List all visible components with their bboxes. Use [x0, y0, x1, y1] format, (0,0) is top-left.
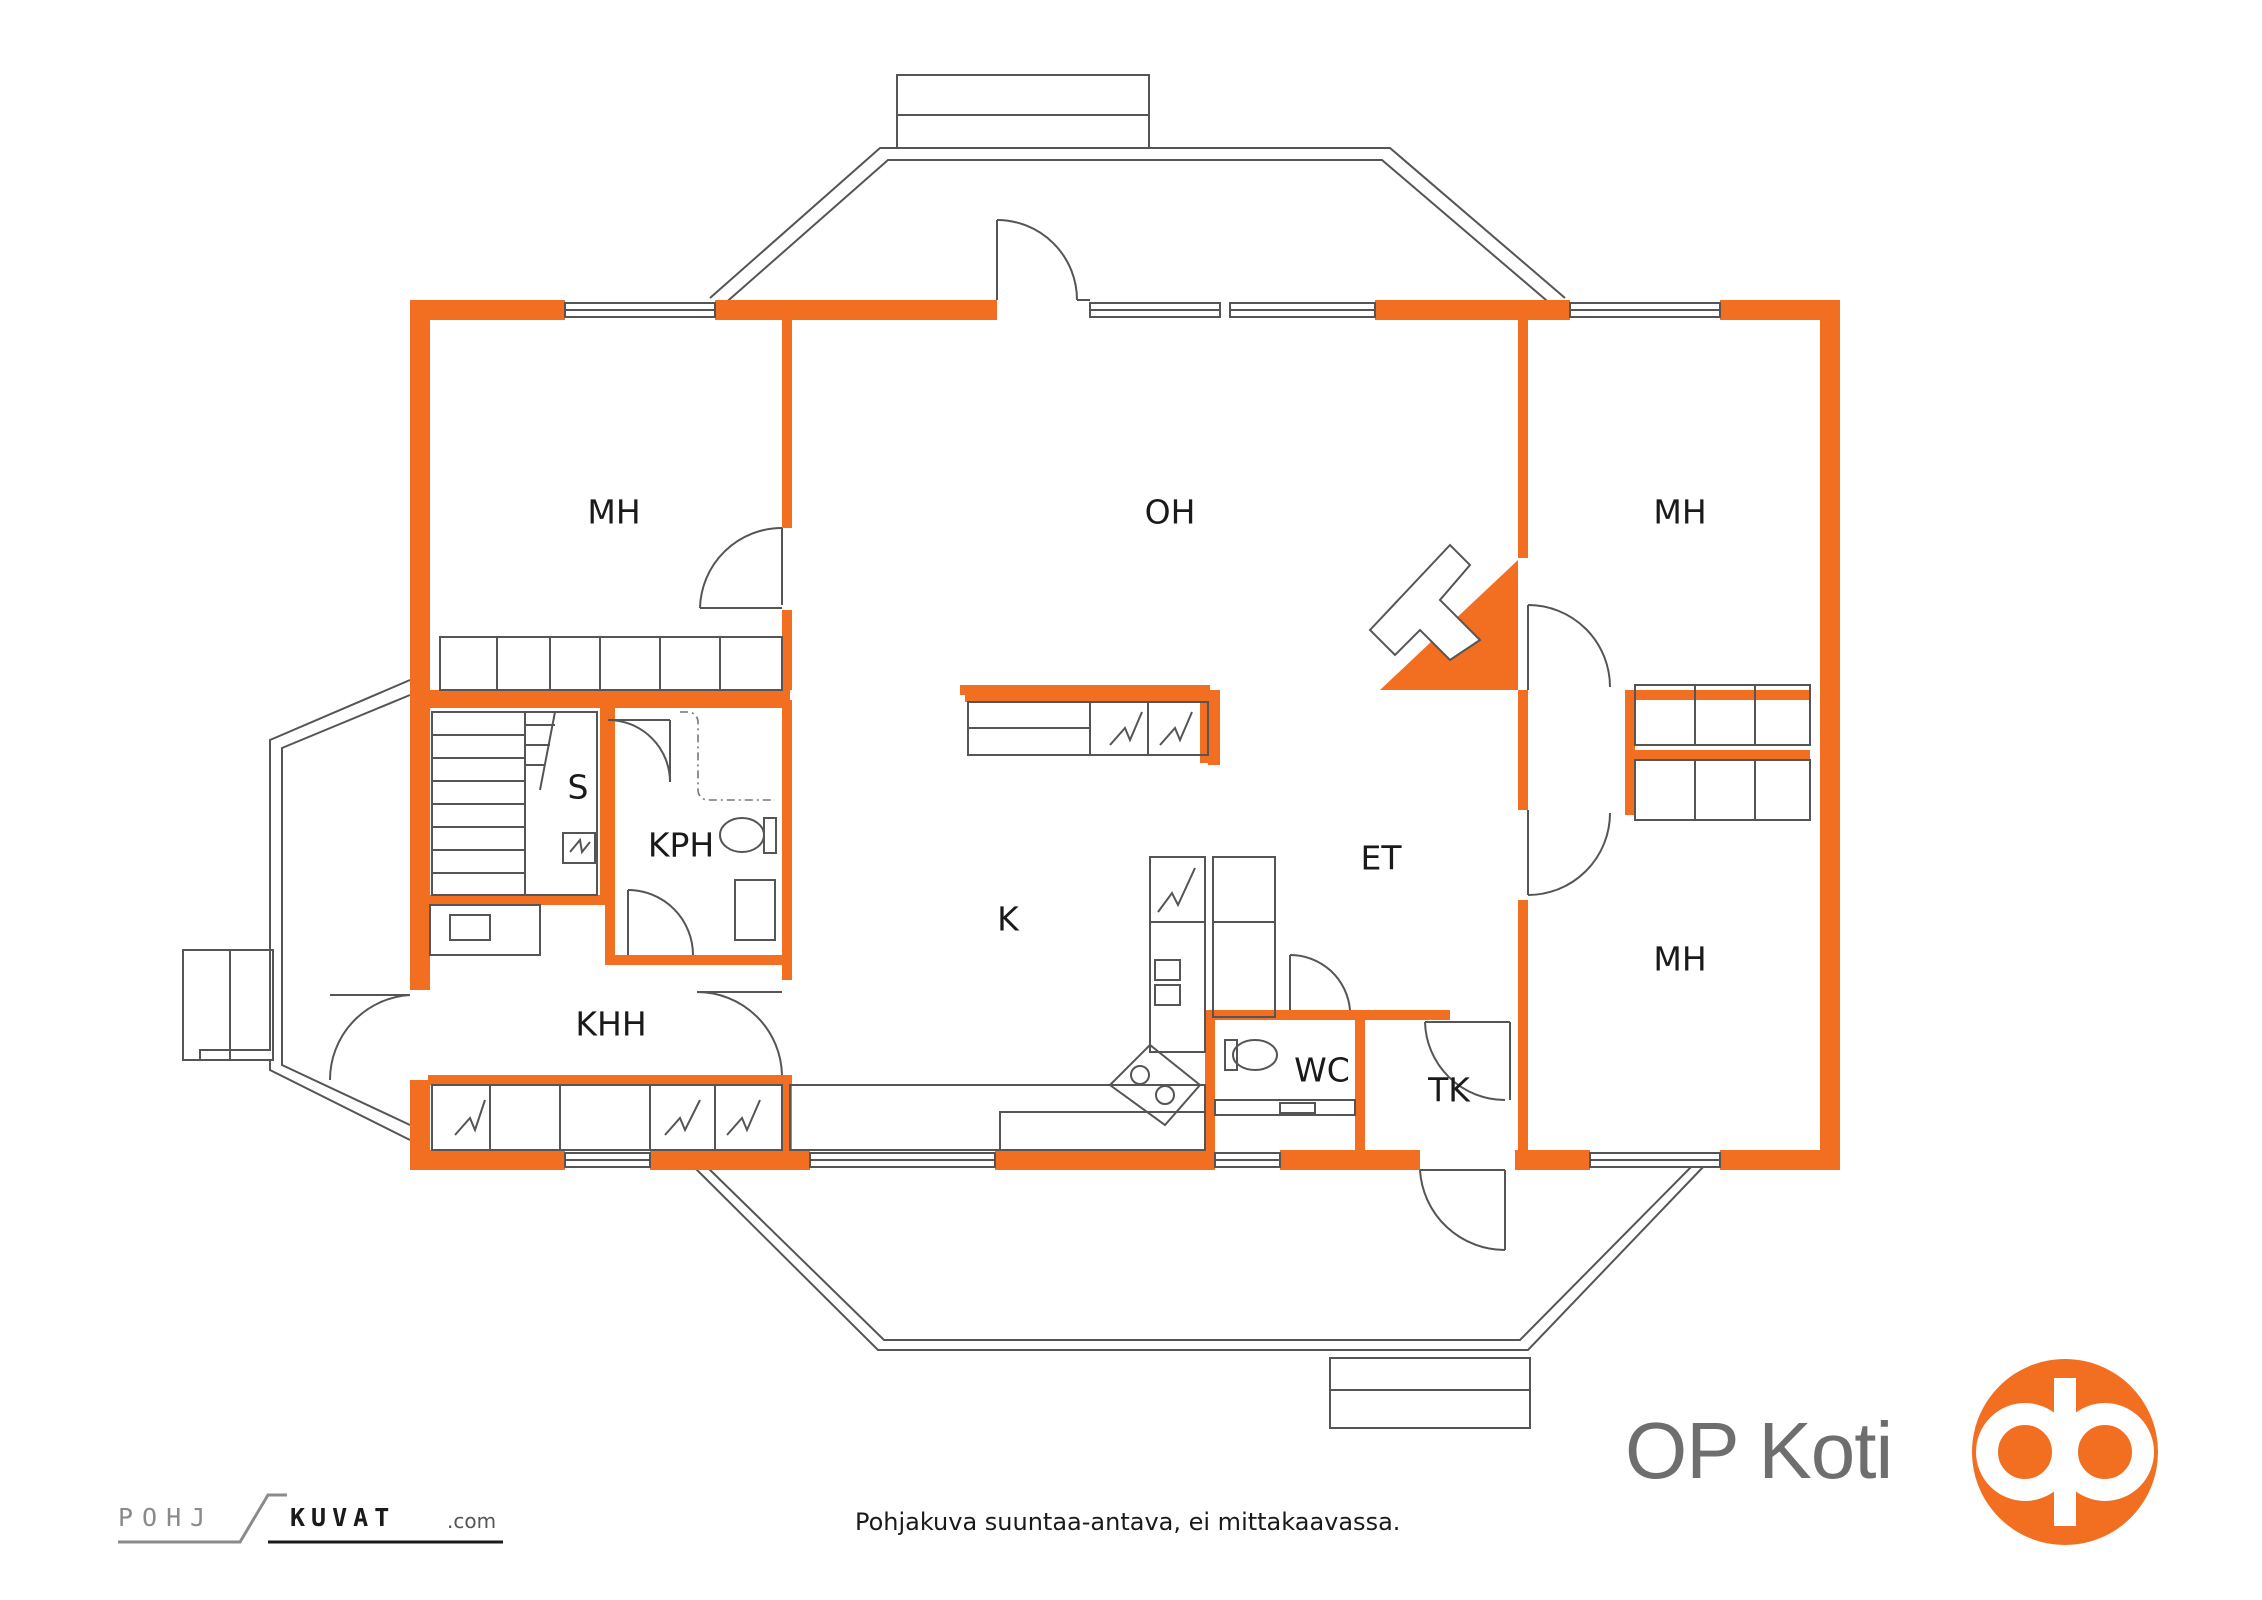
south-terrace: [691, 1164, 1706, 1429]
room-label-k: K: [997, 900, 1020, 939]
room-label-khh: KHH: [575, 1005, 646, 1044]
bathroom-fixtures: [429, 711, 1356, 1116]
fireplace: [1368, 543, 1518, 690]
room-label-mh-ne: MH: [1653, 493, 1706, 532]
room-label-mh-nw: MH: [587, 493, 640, 532]
doors: [328, 219, 1611, 1252]
kitchen-counters: [789, 856, 1276, 1151]
pohjakuvat-logo-decoration: [118, 1493, 503, 1544]
windows: [564, 302, 1721, 1168]
room-label-et: ET: [1360, 839, 1402, 878]
room-label-wc: WC: [1294, 1051, 1350, 1090]
kitchen-island: [965, 690, 1220, 765]
op-logo: [1972, 1359, 2158, 1545]
utility-counters: [431, 1084, 783, 1151]
pohjakuvat-logo-part1: POHJ: [118, 1503, 215, 1532]
wardrobes: [439, 636, 1811, 821]
stairs: [431, 711, 598, 896]
pohjakuvat-logo-domain: .com: [447, 1509, 497, 1533]
room-label-s: S: [568, 768, 589, 807]
disclaimer-caption: Pohjakuva suuntaa-antava, ei mittakaavas…: [855, 1508, 1401, 1536]
room-label-mh-se: MH: [1653, 940, 1706, 979]
room-label-tk: TK: [1427, 1071, 1471, 1110]
room-labels: MH OH MH S KPH ET K MH KHH WC TK: [568, 493, 1707, 1110]
room-label-kph: KPH: [648, 826, 714, 865]
exterior-walls: [410, 300, 1840, 1170]
room-label-oh: OH: [1145, 493, 1196, 532]
pohjakuvat-logo-part2: KUVAT: [290, 1503, 396, 1532]
interior-walls: [428, 318, 1810, 1165]
north-terrace: [709, 74, 1566, 307]
brand-name: OP Koti: [1625, 1406, 1893, 1495]
west-terrace: [182, 679, 411, 1141]
